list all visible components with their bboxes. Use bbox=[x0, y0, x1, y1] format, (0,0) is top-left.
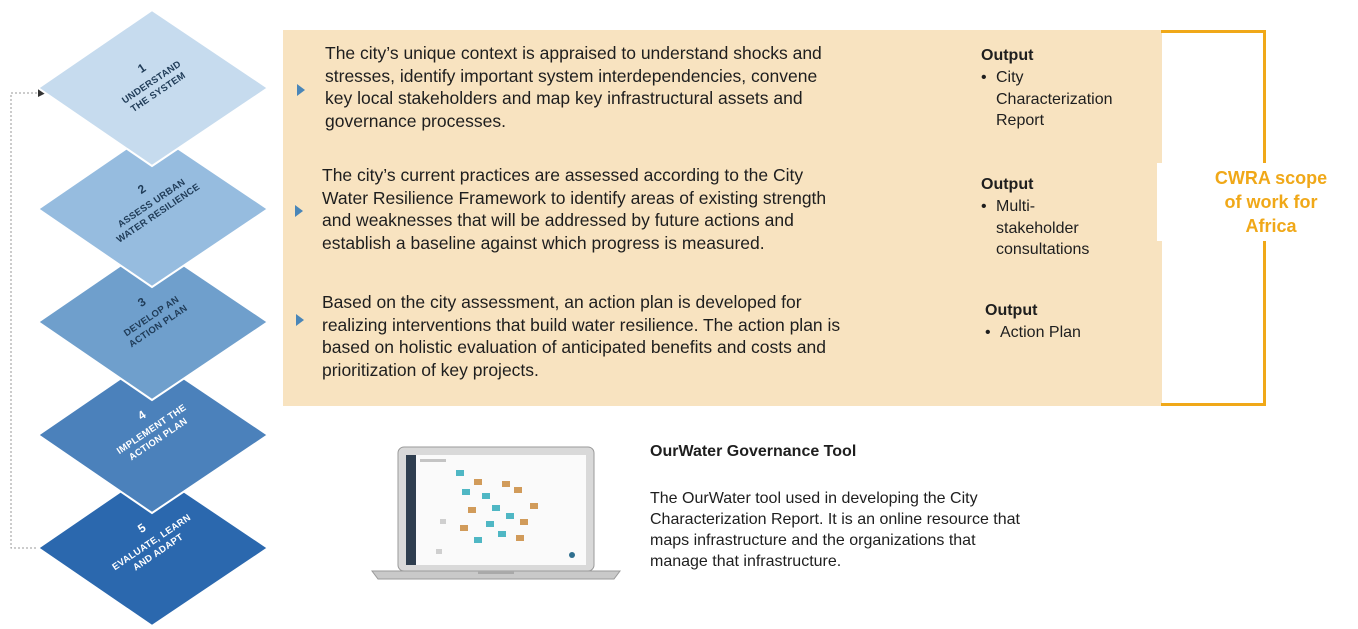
scope-label-line-3: Africa bbox=[1245, 216, 1297, 236]
row-1-line-1: The city’s unique context is appraised t… bbox=[325, 43, 822, 63]
row-1-output-line-3: Report bbox=[996, 112, 1045, 129]
row-3-line-4: prioritization of key projects. bbox=[322, 359, 539, 380]
row-1-output-line-1: City bbox=[996, 69, 1024, 86]
row-2-output: Output • Multi- stakeholder consultation… bbox=[981, 175, 1089, 261]
feedback-loop-line bbox=[10, 92, 44, 549]
step-5-diamond: 5 EVALUATE, LEARN AND ADAPT bbox=[36, 468, 270, 628]
row-1-output-title: Output bbox=[981, 47, 1034, 64]
row-2-output-line-3: consultations bbox=[996, 241, 1090, 258]
row-1-output-line-2: Characterization bbox=[996, 90, 1113, 108]
tool-desc-line-4: manage that infrastructure. bbox=[650, 553, 842, 570]
tool-desc-line-3: maps infrastructure and the organization… bbox=[650, 532, 976, 549]
row-3-output: Output • Action Plan bbox=[985, 301, 1081, 344]
row-3-line-3: based on holistic evaluation of anticipa… bbox=[322, 337, 826, 357]
scope-label-line-1: CWRA scope bbox=[1214, 168, 1328, 188]
tool-title: OurWater Governance Tool bbox=[650, 443, 857, 460]
row-2-output-title: Output bbox=[981, 176, 1034, 193]
row-1-line-2: stresses, identify important system inte… bbox=[325, 65, 818, 86]
step-4-diamond: 4 IMPLEMENT THE ACTION PLAN bbox=[36, 355, 270, 515]
row-1-description: The city’s unique context is appraised t… bbox=[325, 42, 822, 132]
row-2-line-3: and weaknesses that will be addressed by… bbox=[322, 210, 794, 230]
cycle-diagram: 5 EVALUATE, LEARN AND ADAPT 4 IMPLEMENT … bbox=[10, 8, 270, 628]
row-2-arrow-icon bbox=[295, 205, 303, 217]
tool-description: The OurWater tool used in developing the… bbox=[650, 488, 1020, 572]
step-3-diamond: 3 DEVELOP AN ACTION PLAN bbox=[36, 242, 270, 402]
row-3-arrow-icon bbox=[296, 314, 304, 326]
description-panel bbox=[283, 30, 1162, 406]
row-3-description: Based on the city assessment, an action … bbox=[322, 291, 840, 381]
row-1-output: Output • City Characterization Report bbox=[981, 46, 1113, 132]
row-2-line-2: Water Resilience Framework to identify a… bbox=[322, 187, 827, 208]
laptop-image bbox=[371, 446, 621, 580]
row-1-arrow-icon bbox=[297, 84, 305, 96]
row-3-line-1: Based on the city assessment, an action … bbox=[322, 292, 802, 312]
tool-desc-line-1: The OurWater tool used in developing the… bbox=[650, 490, 978, 507]
tool-desc-line-2: Characterization Report. It is an online… bbox=[650, 511, 1020, 528]
row-2-output-line-2: stakeholder bbox=[996, 219, 1079, 237]
row-1-line-4: governance processes. bbox=[325, 110, 506, 131]
step-1-diamond: 1 UNDERSTAND THE SYSTEM bbox=[36, 8, 270, 168]
scope-label-line-2: of work for bbox=[1224, 192, 1318, 212]
row-3-output-line-1: Action Plan bbox=[1000, 324, 1081, 341]
app-graph-nodes bbox=[436, 470, 575, 558]
row-2-line-1: The city’s current practices are assesse… bbox=[322, 165, 804, 185]
row-1-line-3: key local stakeholders and map key infra… bbox=[325, 88, 803, 108]
row-3-line-2: realizing interventions that build water… bbox=[322, 314, 841, 335]
row-2-output-line-1: Multi- bbox=[996, 198, 1036, 215]
row-2-line-4: establish a baseline against which progr… bbox=[322, 232, 765, 253]
feedback-arrowhead bbox=[38, 89, 46, 97]
step-2-diamond: 2 ASSESS URBAN WATER RESILIENCE bbox=[36, 129, 270, 289]
row-2-description: The city’s current practices are assesse… bbox=[322, 164, 826, 254]
scope-label: CWRA scope of work for Africa bbox=[1157, 163, 1358, 241]
row-3-output-title: Output bbox=[985, 302, 1038, 319]
